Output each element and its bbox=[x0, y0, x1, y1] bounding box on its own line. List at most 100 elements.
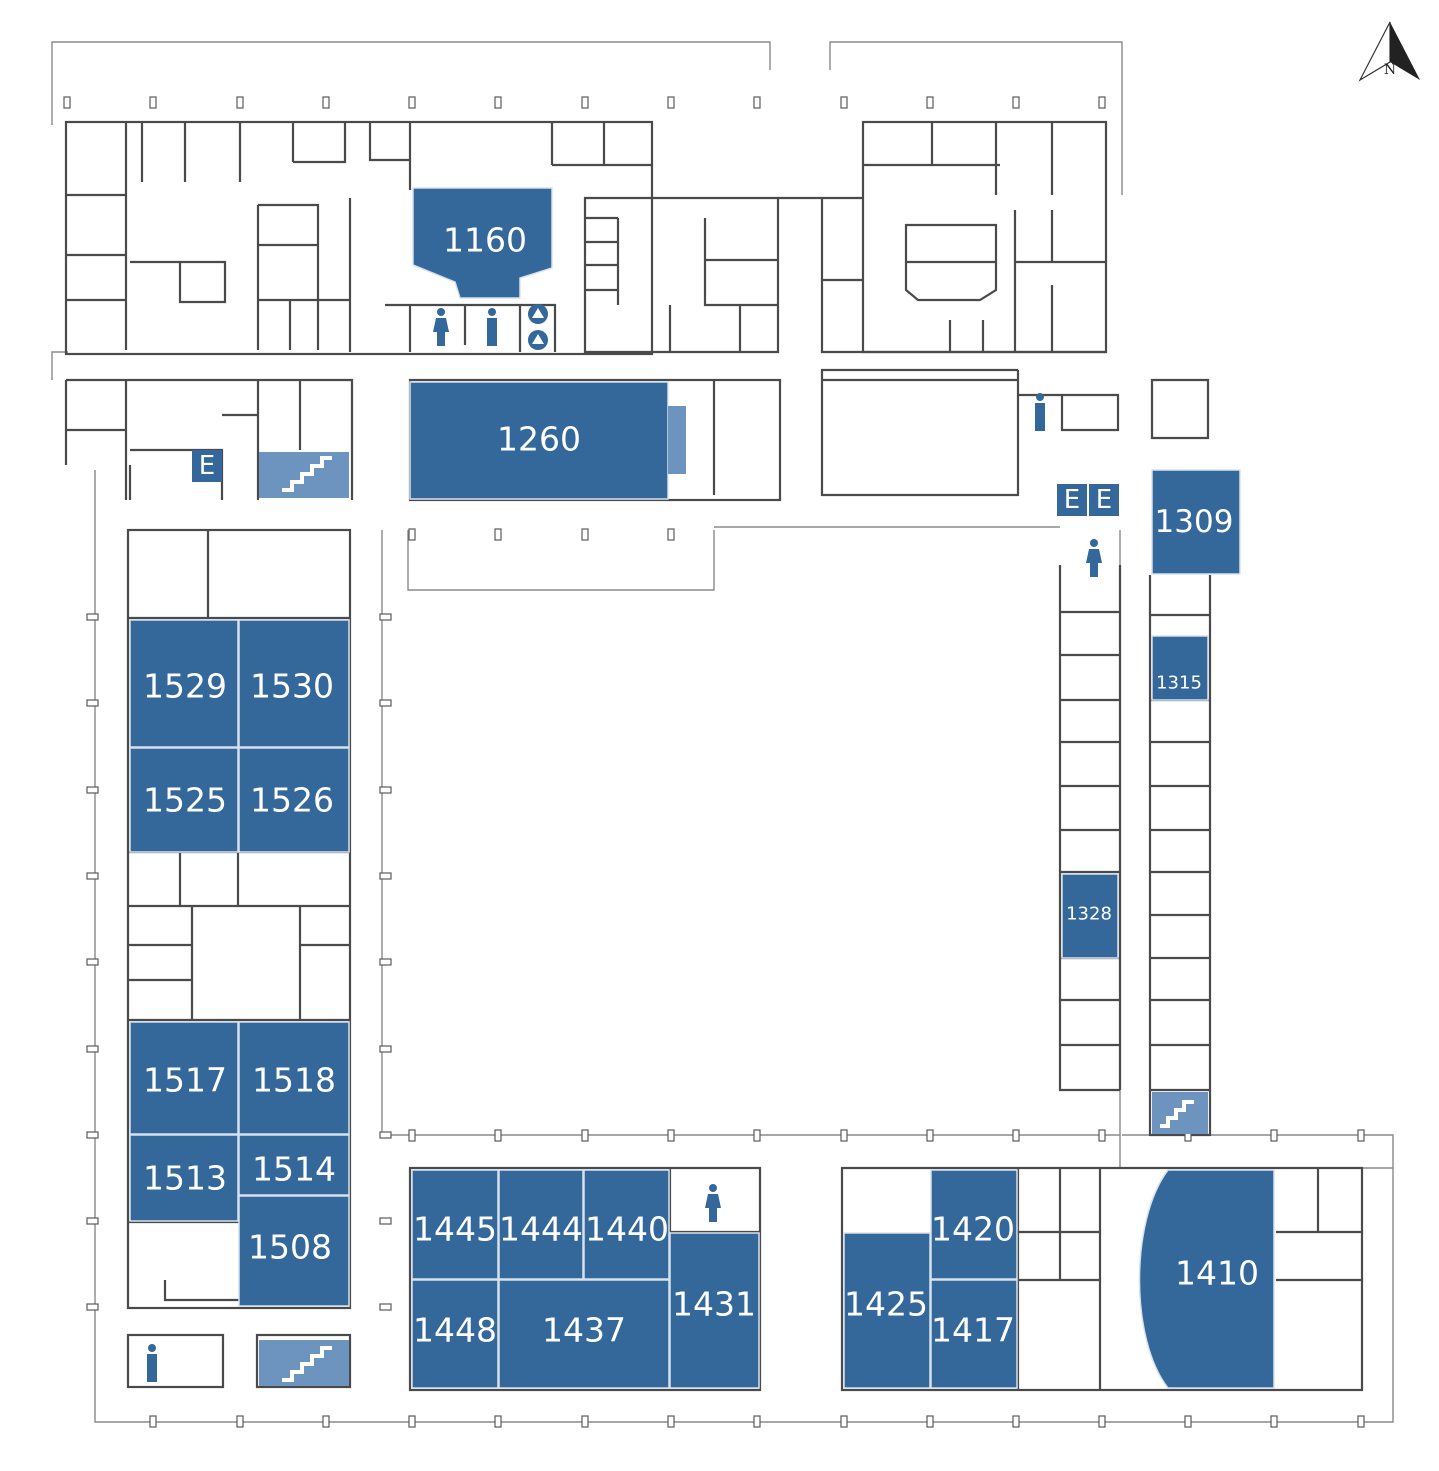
room-1513[interactable] bbox=[129, 1134, 239, 1222]
column-marker bbox=[1357, 1129, 1365, 1142]
label-1315: 1315 bbox=[1156, 673, 1202, 694]
column-marker bbox=[494, 528, 502, 541]
column-marker bbox=[1012, 1129, 1020, 1142]
column-marker bbox=[149, 1415, 157, 1428]
column-marker bbox=[86, 872, 99, 880]
column-marker bbox=[379, 1131, 392, 1139]
column-marker bbox=[1184, 1415, 1192, 1428]
column-grid bbox=[63, 96, 1365, 1428]
room-1437[interactable] bbox=[498, 1279, 670, 1389]
column-marker bbox=[408, 96, 416, 109]
column-marker bbox=[379, 786, 392, 794]
column-marker bbox=[1012, 96, 1020, 109]
column-marker bbox=[840, 1415, 848, 1428]
svg-text:E: E bbox=[199, 451, 215, 481]
label-1437: 1437 bbox=[542, 1311, 626, 1350]
column-marker bbox=[1098, 1415, 1106, 1428]
column-marker bbox=[667, 1129, 675, 1142]
room-1526[interactable] bbox=[238, 747, 350, 853]
restroom-women-icon bbox=[705, 1184, 721, 1222]
column-marker bbox=[379, 1045, 392, 1053]
room-1445[interactable] bbox=[411, 1169, 499, 1280]
elevator-icon: E bbox=[1057, 484, 1087, 516]
column-marker bbox=[581, 1415, 589, 1428]
stairs-icon bbox=[259, 1340, 349, 1386]
column-marker bbox=[753, 1129, 761, 1142]
room-1309[interactable] bbox=[1151, 469, 1241, 575]
column-marker bbox=[63, 96, 71, 109]
label-1410: 1410 bbox=[1175, 1254, 1259, 1293]
room-1508[interactable] bbox=[238, 1195, 350, 1307]
label-1425: 1425 bbox=[844, 1285, 928, 1324]
column-marker bbox=[667, 96, 675, 109]
column-marker bbox=[379, 958, 392, 966]
room-1431[interactable] bbox=[669, 1232, 760, 1389]
column-marker bbox=[86, 786, 99, 794]
room-1514[interactable] bbox=[238, 1134, 350, 1196]
room-1518[interactable] bbox=[238, 1021, 350, 1135]
room-1440[interactable] bbox=[583, 1169, 670, 1280]
label-1518: 1518 bbox=[252, 1061, 336, 1100]
label-1525: 1525 bbox=[143, 781, 227, 820]
room-1444[interactable] bbox=[498, 1169, 584, 1280]
west-wing-walls bbox=[126, 528, 352, 1389]
room-1448[interactable] bbox=[411, 1279, 499, 1389]
column-marker bbox=[494, 1129, 502, 1142]
column-marker bbox=[1098, 1129, 1106, 1142]
column-marker bbox=[753, 1415, 761, 1428]
label-1160: 1160 bbox=[443, 221, 527, 260]
column-marker bbox=[236, 96, 244, 109]
column-marker bbox=[86, 958, 99, 966]
column-marker bbox=[379, 613, 392, 621]
column-marker bbox=[408, 1129, 416, 1142]
room-1529[interactable] bbox=[129, 619, 239, 748]
label-1526: 1526 bbox=[250, 781, 334, 820]
room-1417[interactable] bbox=[930, 1279, 1018, 1389]
column-marker bbox=[581, 528, 589, 541]
south-wing-walls bbox=[408, 1166, 1364, 1392]
column-marker bbox=[379, 1303, 392, 1311]
column-marker bbox=[86, 1217, 99, 1225]
room-1328[interactable] bbox=[1061, 873, 1119, 959]
label-1508: 1508 bbox=[248, 1228, 332, 1267]
room-1160[interactable] bbox=[412, 187, 553, 299]
room-1420[interactable] bbox=[930, 1169, 1018, 1280]
column-marker bbox=[236, 1415, 244, 1428]
column-marker bbox=[840, 1129, 848, 1142]
restroom-men-icon bbox=[487, 308, 497, 346]
column-marker bbox=[86, 699, 99, 707]
column-marker bbox=[926, 1415, 934, 1428]
room-1315[interactable] bbox=[1151, 635, 1209, 701]
column-marker bbox=[379, 872, 392, 880]
room-1410[interactable] bbox=[1138, 1169, 1275, 1389]
column-marker bbox=[86, 613, 99, 621]
column-marker bbox=[408, 528, 416, 541]
room-1260[interactable] bbox=[409, 381, 669, 500]
restroom-men-icon bbox=[147, 1344, 157, 1382]
room-1517[interactable] bbox=[129, 1021, 239, 1135]
column-marker bbox=[581, 96, 589, 109]
label-1513: 1513 bbox=[143, 1159, 227, 1198]
room-1260-stairs bbox=[668, 406, 686, 474]
column-marker bbox=[1270, 1129, 1278, 1142]
elevator-icon: E bbox=[1089, 484, 1119, 516]
label-1530: 1530 bbox=[250, 667, 334, 706]
room-1530[interactable] bbox=[238, 619, 350, 748]
column-marker bbox=[86, 1045, 99, 1053]
svg-text:E: E bbox=[1096, 485, 1112, 515]
label-1309: 1309 bbox=[1155, 504, 1234, 540]
room-1525[interactable] bbox=[129, 747, 239, 853]
label-1417: 1417 bbox=[931, 1311, 1015, 1350]
column-marker bbox=[667, 528, 675, 541]
north-arrow-icon: N bbox=[1358, 21, 1420, 82]
label-1529: 1529 bbox=[143, 667, 227, 706]
label-1440: 1440 bbox=[585, 1210, 669, 1249]
room-labels: 1160 1260 1309 1315 1328 1529 1530 1525 … bbox=[143, 221, 1259, 1350]
north-label: N bbox=[1384, 62, 1396, 78]
column-marker bbox=[86, 1131, 99, 1139]
column-marker bbox=[494, 1415, 502, 1428]
column-marker bbox=[1098, 96, 1106, 109]
room-1425[interactable] bbox=[843, 1232, 931, 1389]
label-1445: 1445 bbox=[413, 1210, 497, 1249]
